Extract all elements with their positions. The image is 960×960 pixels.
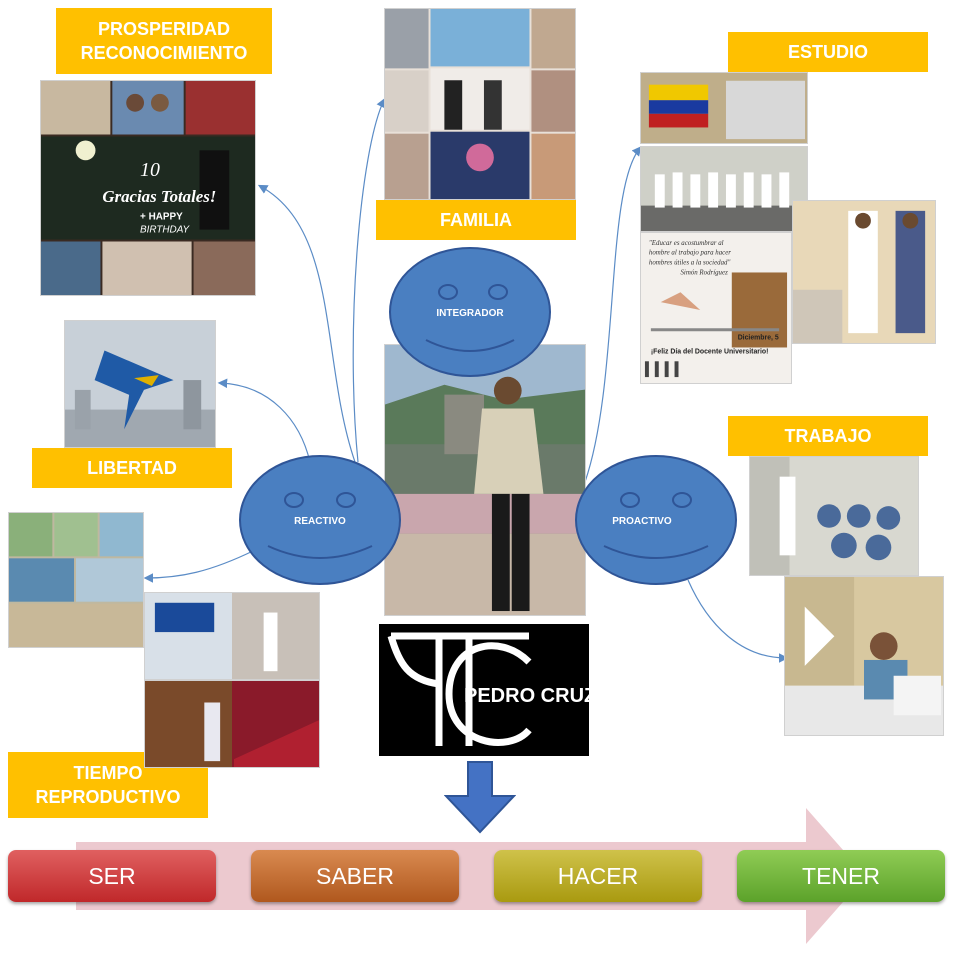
stage-ser: SER [8,850,216,902]
face-proactivo: PROACTIVO [575,455,737,585]
connector-libertad [217,378,311,463]
tiempo-street-photo [144,592,320,680]
quote-line-1: "Educar es acostumbrar al [649,240,724,247]
connector-tiempo [143,549,256,583]
estudio-flag-photo [640,72,808,144]
label-tiempo-reproductivo: TIEMPO REPRODUCTIVO [8,752,208,818]
docente-text: ¡Feliz Día del Docente Universitario! [651,348,769,355]
label-familia: FAMILIA [376,200,576,240]
stage-hacer: HACER [494,850,702,902]
connector-estudio [584,146,642,483]
estudio-group-photo [640,146,808,232]
gracias-number: 10 [140,159,160,181]
face-integrador-label: INTEGRADOR [436,308,504,319]
gracias-text: Gracias Totales! [102,187,216,206]
progress-arrow-icon [76,808,866,944]
label-libertad: LIBERTAD [32,448,232,488]
pedro-cruze-logo: PEDRO CRUZE [379,624,589,756]
stage-tener: TENER [737,850,945,902]
face-reactivo-label: REACTIVO [294,516,346,527]
center-portrait-photo [384,344,586,616]
familia-collage [384,8,576,200]
trabajo-classroom-photo [749,456,919,576]
connector-trabajo [687,579,789,663]
docente-date: Diciembre, 5 [738,335,779,342]
estudio-quote-card: "Educar es acostumbrar al hombre al trab… [640,232,792,384]
down-arrow-icon [444,761,516,834]
logo-name: PEDRO CRUZE [464,685,589,707]
happy-text: + HAPPY [140,212,183,223]
connector-prosperidad [257,184,356,463]
label-trabajo: TRABAJO [728,416,928,456]
birthday-text: BIRTHDAY [140,225,190,236]
tiempo-landscape-collage [8,512,144,648]
tiempo-theater-photo [144,680,320,768]
quote-line-3: hombres útiles a la sociedad" [649,260,731,267]
quote-line-2: hombre al trabajo para hacer [649,250,731,257]
face-proactivo-label: PROACTIVO [612,516,672,527]
stage-saber: SABER [251,850,459,902]
libertad-macaw-photo [64,320,216,448]
trabajo-office-photo [784,576,944,736]
quote-author: Simón Rodríguez [680,269,728,276]
prosperidad-collage: 10 Gracias Totales! + HAPPY BIRTHDAY [40,80,256,296]
face-reactivo: REACTIVO [239,455,401,585]
label-prosperidad-reconocimiento: PROSPERIDAD RECONOCIMIENTO [56,8,272,74]
face-integrador: INTEGRADOR [389,247,551,377]
estudio-speakers-photo [792,200,936,344]
label-estudio: ESTUDIO [728,32,928,72]
connector-familia [352,97,386,463]
